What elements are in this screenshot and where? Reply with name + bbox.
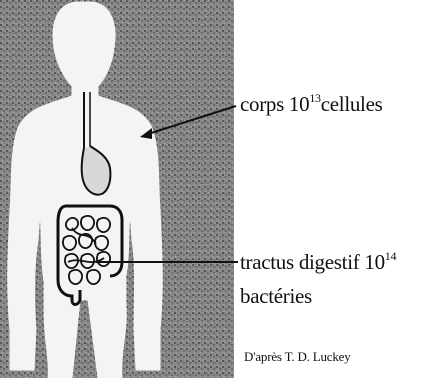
body-cells-label: corps 1013cellules bbox=[240, 94, 383, 115]
body-label-exponent: 13 bbox=[309, 91, 320, 105]
body-label-text: corps 10 bbox=[240, 92, 309, 116]
source-credit: D'après T. D. Luckey bbox=[244, 350, 351, 363]
digestive-label-exponent: 14 bbox=[385, 249, 396, 263]
body-label-suffix: cellules bbox=[321, 92, 383, 116]
digestive-tract-label: tractus digestif 1014 bbox=[240, 252, 396, 273]
digestive-label-text: tractus digestif 10 bbox=[240, 250, 385, 274]
bacteria-label: bactéries bbox=[240, 286, 312, 307]
